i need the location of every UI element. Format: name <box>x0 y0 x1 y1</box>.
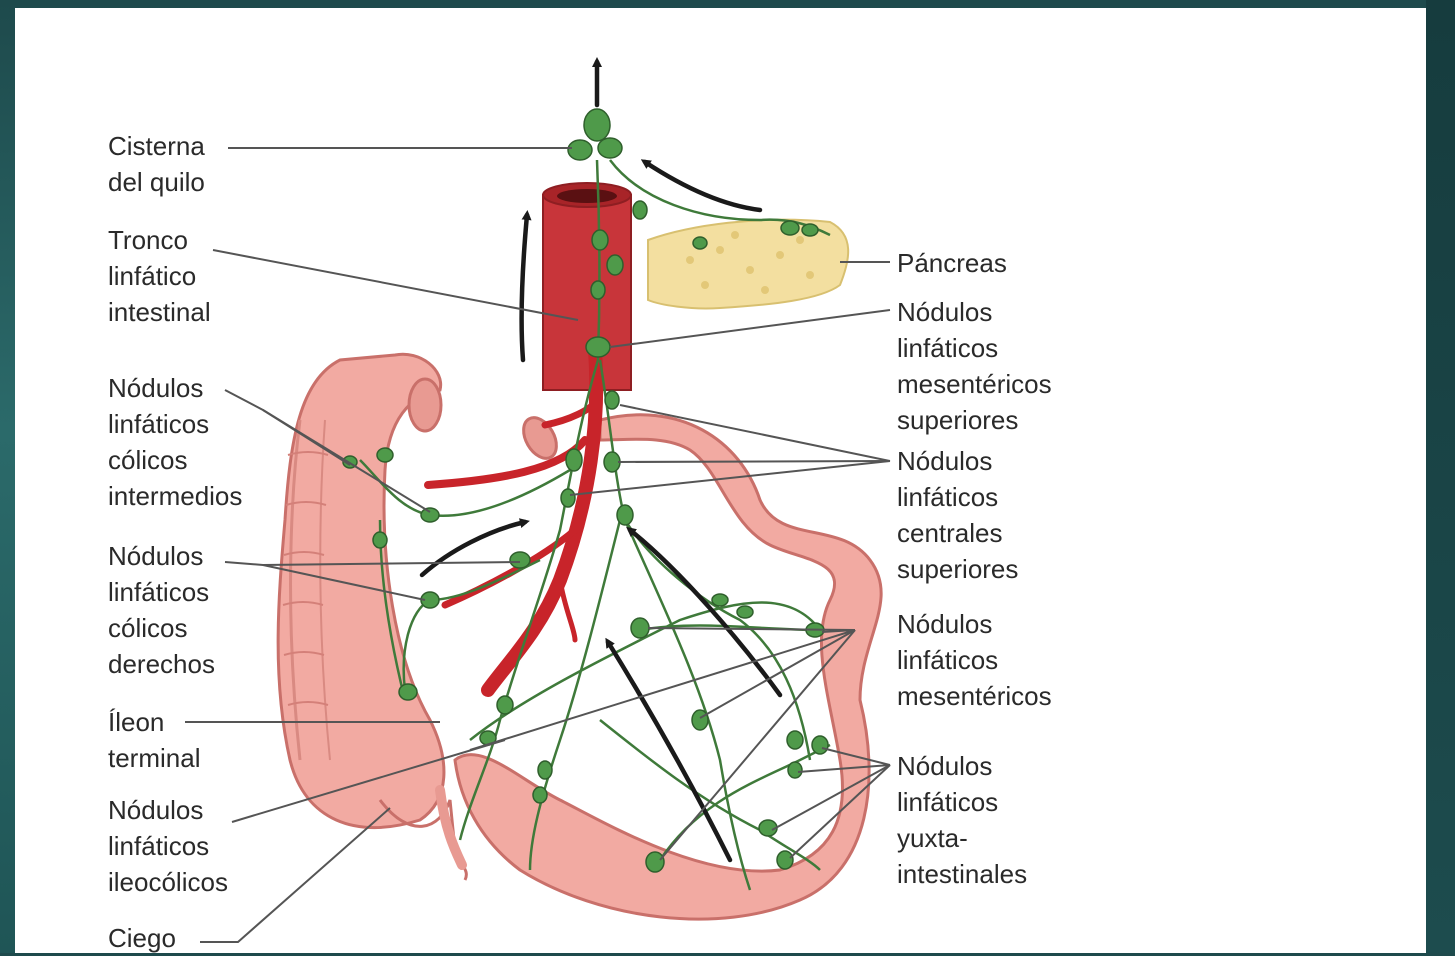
small-intestine <box>455 415 881 919</box>
label-pancreas: Páncreas <box>897 245 1007 281</box>
label-line: Nódulos <box>897 606 1052 642</box>
label-line: cólicos <box>108 610 215 646</box>
mesenteric-arteries <box>428 350 598 690</box>
colon-opening <box>409 379 441 431</box>
label-nodulos-yuxtaintestinales: Nódulos linfáticos yuxta- intestinales <box>897 748 1027 892</box>
label-line: Nódulos <box>897 443 1018 479</box>
label-nodulos-colicos-intermedios: Nódulos linfáticos cólicos intermedios <box>108 370 242 514</box>
label-line: derechos <box>108 646 215 682</box>
label-line: superiores <box>897 551 1018 587</box>
label-line: intestinales <box>897 856 1027 892</box>
label-line: yuxta- <box>897 820 1027 856</box>
label-line: intestinal <box>108 294 211 330</box>
label-line: Íleon <box>108 704 200 740</box>
label-nodulos-mesentericos-superiores: Nódulos linfáticos mesentéricos superior… <box>897 294 1052 438</box>
label-line: mesentéricos <box>897 366 1052 402</box>
label-line: ileocólicos <box>108 864 228 900</box>
label-line: Páncreas <box>897 245 1007 281</box>
pancreas <box>648 220 848 309</box>
label-line: mesentéricos <box>897 678 1052 714</box>
label-line: linfáticos <box>897 479 1018 515</box>
label-line: centrales <box>897 515 1018 551</box>
label-line: Nódulos <box>897 294 1052 330</box>
label-line: Cisterna <box>108 128 205 164</box>
label-line: linfáticos <box>897 784 1027 820</box>
label-line: linfático <box>108 258 211 294</box>
label-line: terminal <box>108 740 200 776</box>
label-line: linfáticos <box>108 828 228 864</box>
label-line: Ciego <box>108 920 176 956</box>
label-cisterna-del-quilo: Cisterna del quilo <box>108 128 205 200</box>
label-line: Nódulos <box>108 370 242 406</box>
label-line: linfáticos <box>897 330 1052 366</box>
label-line: del quilo <box>108 164 205 200</box>
label-line: linfáticos <box>108 574 215 610</box>
label-line: superiores <box>897 402 1052 438</box>
label-line: Nódulos <box>108 538 215 574</box>
label-line: cólicos <box>108 442 242 478</box>
label-line: intermedios <box>108 478 242 514</box>
label-nodulos-colicos-derechos: Nódulos linfáticos cólicos derechos <box>108 538 215 682</box>
aorta <box>543 195 631 390</box>
label-ciego: Ciego <box>108 920 176 956</box>
label-nodulos-mesentericos: Nódulos linfáticos mesentéricos <box>897 606 1052 714</box>
label-nodulos-centrales-superiores: Nódulos linfáticos centrales superiores <box>897 443 1018 587</box>
label-line: linfáticos <box>897 642 1052 678</box>
label-line: Nódulos <box>897 748 1027 784</box>
label-ileon-terminal: Íleon terminal <box>108 704 200 776</box>
label-tronco-linfatico-intestinal: Tronco linfático intestinal <box>108 222 211 330</box>
label-line: Tronco <box>108 222 211 258</box>
label-line: Nódulos <box>108 792 228 828</box>
label-nodulos-ileocolicos: Nódulos linfáticos ileocólicos <box>108 792 228 900</box>
label-line: linfáticos <box>108 406 242 442</box>
